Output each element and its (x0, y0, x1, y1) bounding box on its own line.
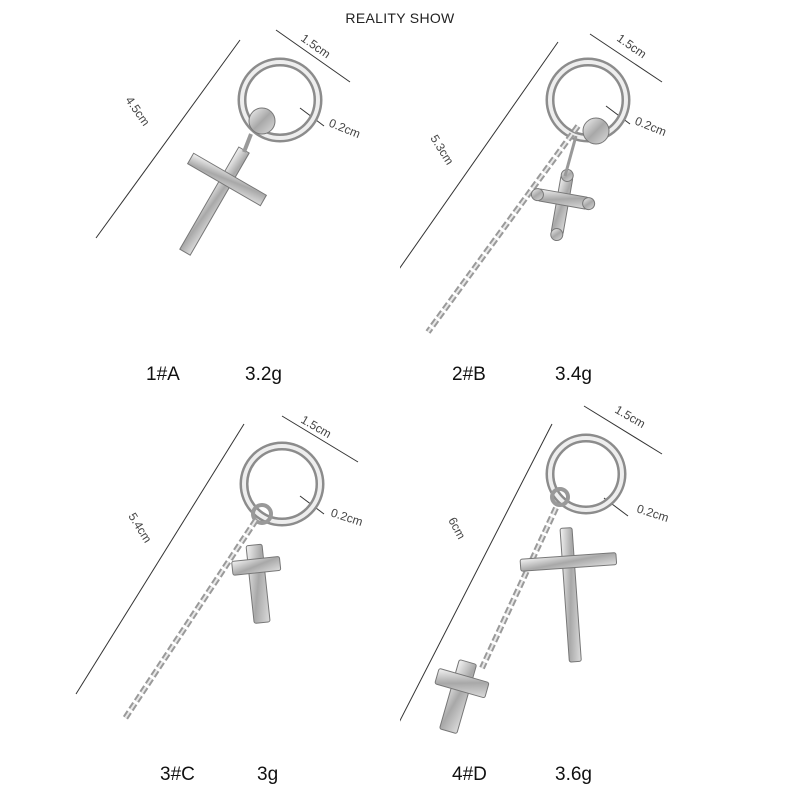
earring-c-image: 5.4cm 1.5cm 0.2cm (75, 412, 364, 722)
earring-a-image: 4.5cm 1.5cm 0.2cm (95, 29, 363, 256)
product-weight-d: 3.6g (555, 764, 592, 785)
earring-b-image: 5.3cm 1.5cm 0.2cm (400, 31, 669, 334)
product-card-c[interactable]: 5.4cm 1.5cm 0.2cm 3#C 3g (0, 400, 400, 800)
width-label-b: 1.5cm (614, 31, 649, 61)
thickness-label-a: 0.2cm (327, 116, 363, 141)
length-label-a: 4.5cm (123, 94, 153, 129)
product-weight-b: 3.4g (555, 364, 592, 385)
length-label-c: 5.4cm (125, 510, 154, 545)
product-code-a: 1#A (146, 364, 180, 385)
earring-d-image: 6cm 1.5cm 0.2cm (400, 402, 670, 734)
length-label-b: 5.3cm (427, 132, 456, 167)
brand-title: REALITY SHOW (345, 10, 455, 26)
product-code-d: 4#D (452, 764, 487, 785)
product-weight-c: 3g (257, 764, 279, 785)
thickness-label-d: 0.2cm (635, 502, 670, 525)
product-code-b: 2#B (452, 364, 486, 385)
product-weight-a: 3.2g (245, 364, 282, 385)
product-code-c: 3#C (160, 764, 195, 785)
length-label-d: 6cm (445, 515, 468, 542)
thickness-label-c: 0.2cm (329, 506, 364, 529)
product-card-a[interactable]: 4.5cm 1.5cm 0.2cm 1#A 3.2g (0, 0, 400, 400)
product-card-d[interactable]: 6cm 1.5cm 0.2cm 4#D 3.6g (400, 400, 800, 800)
thickness-label-b: 0.2cm (633, 114, 669, 139)
product-card-b[interactable]: 5.3cm 1.5cm 0.2cm 2#B 3.4g (400, 0, 800, 400)
width-label-a: 1.5cm (298, 31, 333, 61)
